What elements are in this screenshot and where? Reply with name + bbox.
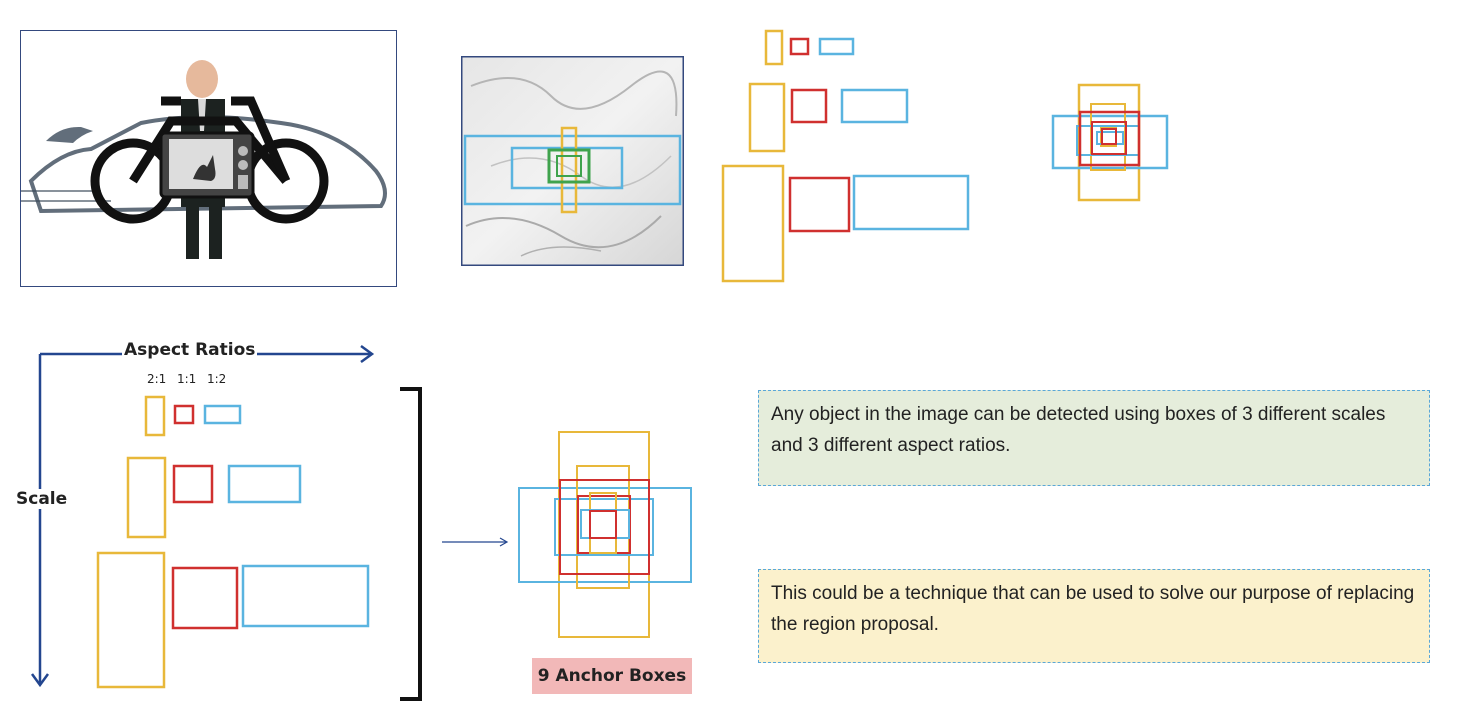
box-medium-1-1 <box>172 464 214 504</box>
bottom-box-grid <box>96 395 370 689</box>
top-anchor-overlay <box>1050 82 1170 204</box>
box-medium-1-2 <box>840 88 909 124</box>
scale-label: Scale <box>16 489 68 509</box>
anchor-boxes-label: 9 Anchor Boxes <box>532 658 692 694</box>
box-small-1-2 <box>203 404 242 425</box>
box-small-1-2 <box>818 37 855 56</box>
person-bicycle-car-icon <box>21 60 387 259</box>
ratio-label-1-2: 1:2 <box>207 372 227 386</box>
anchor-boxes-overlay <box>518 431 692 638</box>
box-large-2-1 <box>96 551 166 689</box>
aspect-ratios-label: Aspect Ratios <box>122 340 258 360</box>
box-medium-2-1 <box>126 456 167 539</box>
box-small-1-1 <box>173 404 195 425</box>
ratio-label-1-1: 1:1 <box>177 372 197 386</box>
result-arrow <box>442 537 509 547</box>
box-large-2-1 <box>721 164 785 283</box>
ratio-label-2-1: 2:1 <box>147 372 167 386</box>
box-small-2-1 <box>144 395 166 437</box>
top-box-grid <box>718 26 974 286</box>
purpose-note: This could be a technique that can be us… <box>758 569 1430 663</box>
object-illustration <box>20 30 397 287</box>
box-small-1-1 <box>789 37 810 56</box>
box-medium-2-1 <box>748 82 786 153</box>
box-large-1-2 <box>852 174 970 231</box>
marble-texture-icon <box>461 56 684 266</box>
box-medium-1-1 <box>790 88 828 124</box>
box-large-1-2 <box>241 564 370 628</box>
box-large-1-1 <box>171 566 239 630</box>
scales-note: Any object in the image can be detected … <box>758 390 1430 486</box>
box-medium-1-2 <box>227 464 302 504</box>
box-small-2-1 <box>764 29 784 66</box>
box-large-1-1 <box>788 176 851 233</box>
marble-image-with-boxes <box>461 56 684 266</box>
